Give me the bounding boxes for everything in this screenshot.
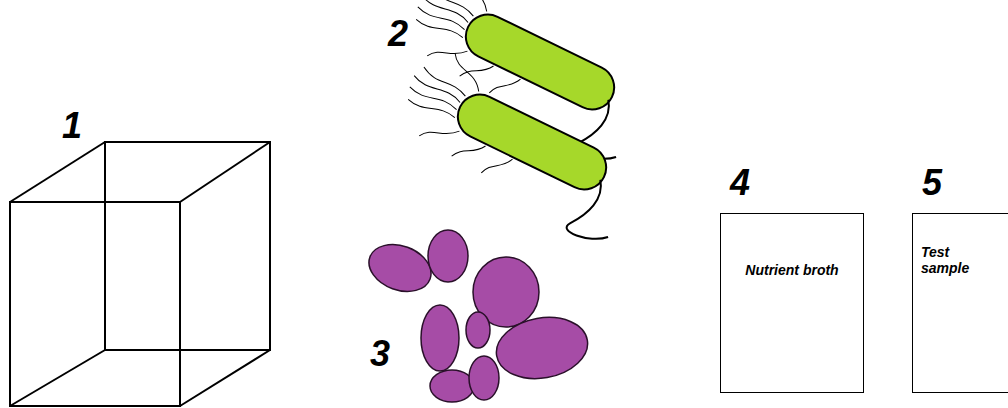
box-outline: Nutrient broth — [720, 213, 864, 393]
bacteria — [382, 0, 659, 248]
box-label: Nutrient broth — [727, 262, 857, 278]
callout-number: 4 — [730, 165, 750, 201]
container-box: 4Nutrient broth — [720, 213, 864, 393]
container-box: 5Test sample — [912, 213, 1008, 393]
callout-number: 3 — [370, 336, 390, 372]
box-outline: Test sample — [912, 213, 1008, 393]
box-label: Test sample — [921, 244, 981, 276]
callout-number: 5 — [922, 165, 942, 201]
yeast-cells — [362, 230, 592, 402]
callout-number: 1 — [62, 108, 82, 144]
callout-number: 2 — [388, 16, 408, 52]
wire-cube — [10, 142, 270, 406]
